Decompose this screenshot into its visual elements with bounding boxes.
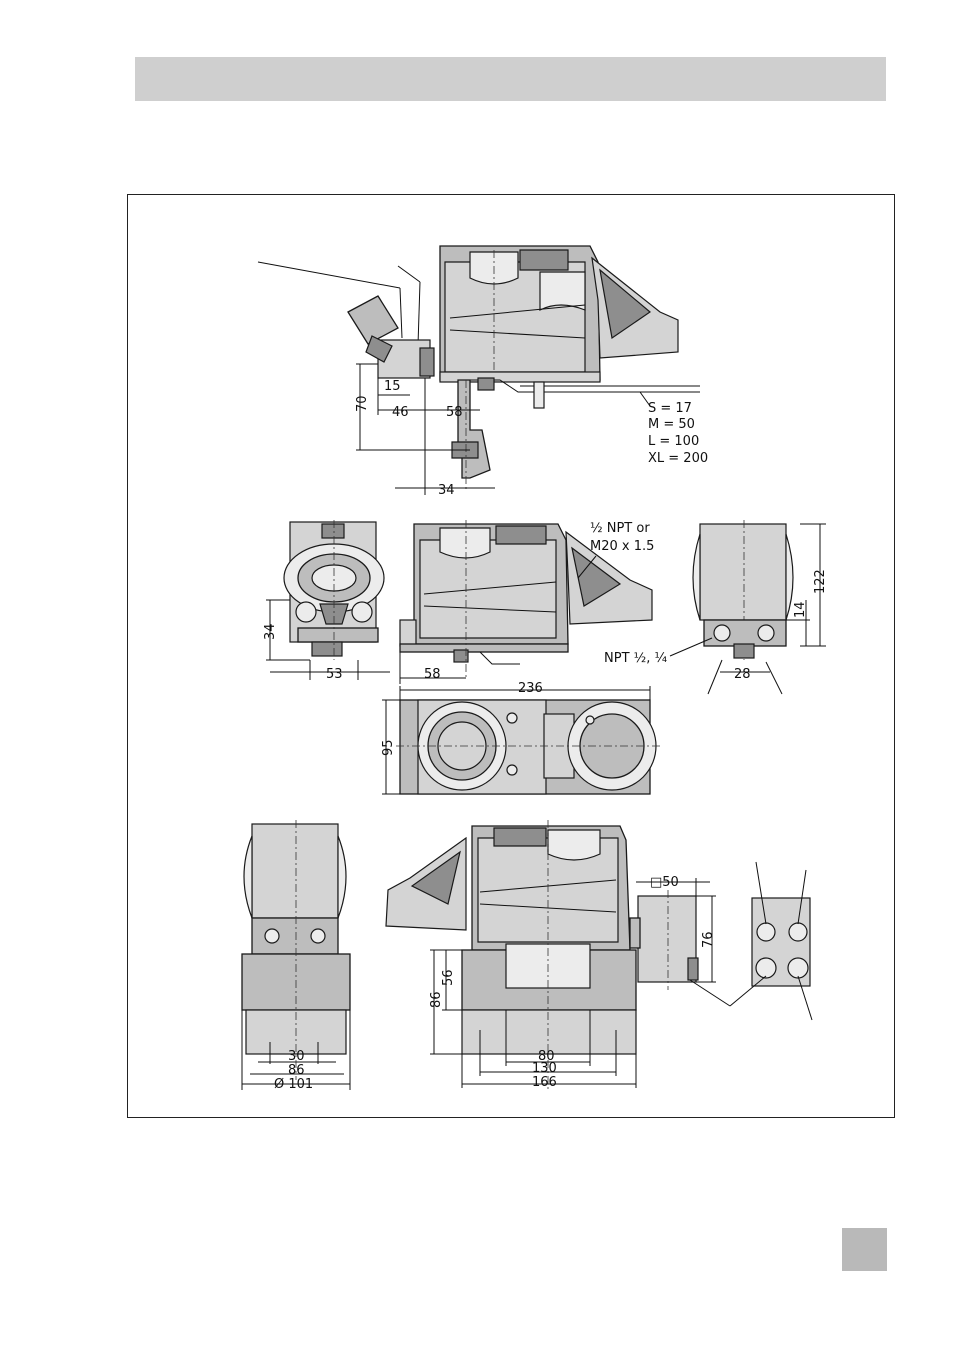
dim-15: 15 (384, 379, 401, 394)
dim-236: 236 (518, 681, 543, 696)
dim-70: 70 (355, 395, 370, 412)
dim-56: 56 (441, 969, 456, 986)
dim-122: 122 (813, 569, 828, 594)
dim-101: Ø 101 (274, 1077, 313, 1092)
dim-95: 95 (381, 739, 396, 756)
side-view: 15 46 58 70 34 S = 17 M = 50 L = 100 XL … (258, 246, 708, 498)
thread-label-1: ½ NPT or (590, 521, 650, 536)
dim-50-square: □50 (650, 875, 679, 890)
dim-58: 58 (446, 405, 463, 420)
bottom-side-view: 86 56 80 130 166 (386, 820, 636, 1090)
dim-14: 14 (793, 601, 808, 618)
thread-label-2: M20 x 1.5 (590, 539, 654, 554)
bottom-front-view: 30 86 Ø 101 (242, 820, 350, 1092)
dim-46: 46 (392, 405, 409, 420)
dim-76: 76 (701, 931, 716, 948)
terminal-box-views: □50 76 (630, 862, 812, 1020)
dim-166: 166 (532, 1075, 557, 1090)
stroke-s: S = 17 (648, 401, 692, 416)
stroke-xl: XL = 200 (648, 451, 708, 466)
dim-58-middle: 58 (424, 667, 441, 682)
dim-130: 130 (532, 1061, 557, 1076)
dim-28: 28 (734, 667, 751, 682)
front-view-left: 34 53 (263, 520, 390, 682)
dim-86-side: 86 (429, 991, 444, 1008)
dim-53: 53 (326, 667, 343, 682)
dim-34-front: 34 (263, 623, 278, 640)
stroke-m: M = 50 (648, 417, 695, 432)
dim-34-bracket: 34 (438, 483, 455, 498)
dim-30: 30 (288, 1049, 305, 1064)
npt-label: NPT ½, ¼ (604, 651, 668, 666)
top-view: 236 95 (381, 681, 660, 794)
dim-86-front: 86 (288, 1063, 305, 1078)
stroke-l: L = 100 (648, 434, 699, 449)
